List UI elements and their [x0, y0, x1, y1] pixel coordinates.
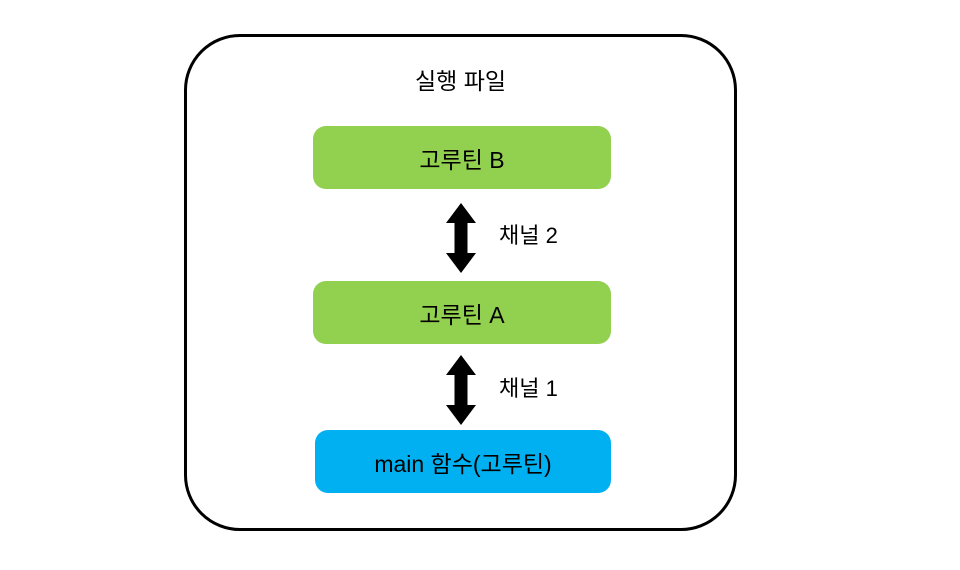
executable-file-title: 실행 파일 — [414, 68, 507, 94]
node-main-function-label: main 함수(고루틴) — [374, 450, 552, 477]
executable-file-container — [184, 34, 737, 531]
node-goroutine-b-label: 고루틴 B — [419, 146, 505, 173]
channel-2-bidirectional-arrow-icon — [440, 201, 482, 275]
channel-1-bidirectional-arrow-icon — [440, 353, 482, 427]
node-goroutine-a[interactable]: 고루틴 A — [313, 281, 611, 344]
node-goroutine-a-label: 고루틴 A — [419, 301, 505, 328]
node-goroutine-b[interactable]: 고루틴 B — [313, 126, 611, 189]
node-main-function[interactable]: main 함수(고루틴) — [315, 430, 611, 493]
channel-1-label: 채널 1 — [499, 376, 558, 401]
channel-2-label: 채널 2 — [499, 223, 558, 248]
